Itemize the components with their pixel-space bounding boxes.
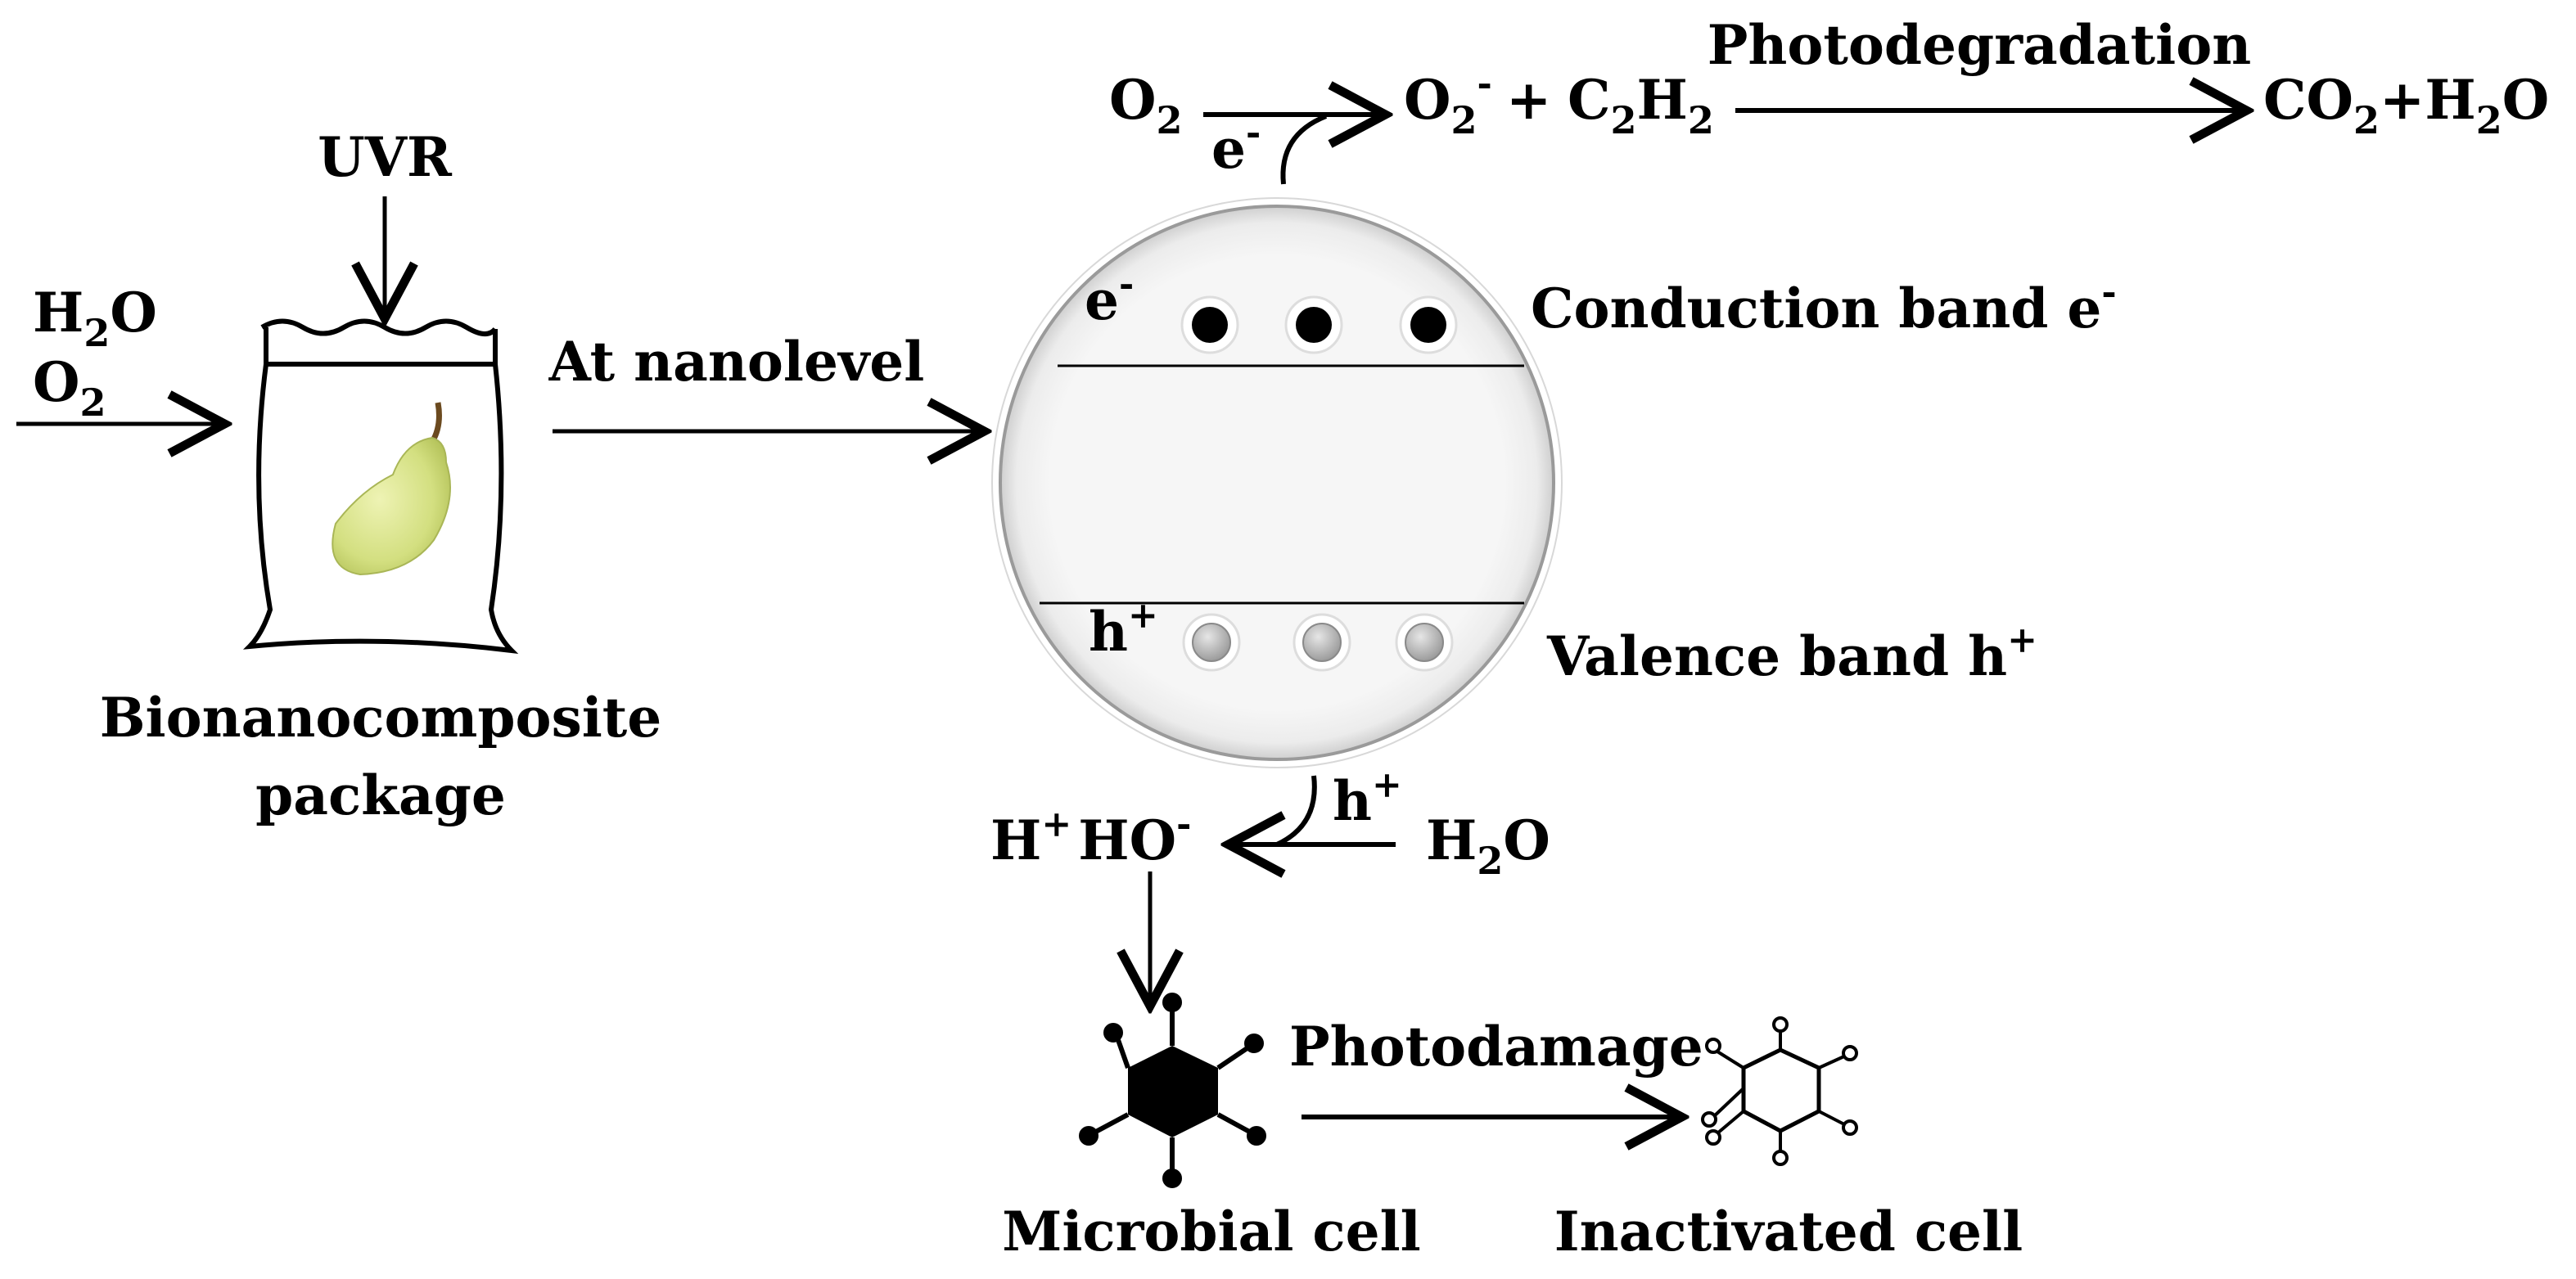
h2o-right-label: H2O bbox=[1426, 808, 1550, 883]
package-label-line2: package bbox=[255, 763, 506, 827]
inactivated-cell-icon bbox=[1701, 1016, 1858, 1166]
microbial-cell-label: Microbial cell bbox=[1002, 1200, 1420, 1263]
package-group: UVR H2O O2 Bionanocomposite package bbox=[16, 125, 661, 827]
co2-h2o-label: CO2+H2O bbox=[2263, 68, 2549, 142]
bag-icon bbox=[242, 318, 519, 655]
hydroxyl-label: H+HO- bbox=[990, 804, 1191, 872]
e-band-label: e- bbox=[1085, 263, 1134, 332]
h-band-label: h+ bbox=[1089, 595, 1158, 664]
hole-curve-arrow bbox=[1232, 775, 1317, 844]
e-top-label: e- bbox=[1211, 112, 1261, 181]
h2o-input-label: H2O bbox=[33, 281, 157, 355]
microbial-cell-icon bbox=[1079, 993, 1266, 1188]
inactivated-cell-label: Inactivated cell bbox=[1554, 1200, 2023, 1263]
package-label-line1: Bionanocomposite bbox=[100, 686, 662, 750]
conduction-band-label: Conduction band e- bbox=[1531, 272, 2117, 340]
nanoparticle-circle: e- h+ bbox=[991, 197, 1563, 768]
photodamage-label: Photodamage bbox=[1289, 1015, 1703, 1079]
superoxide-label: O2- bbox=[1404, 63, 1492, 142]
electron-dots bbox=[1180, 295, 1458, 354]
uvr-label: UVR bbox=[318, 125, 453, 189]
pear-icon bbox=[332, 402, 451, 576]
c2h2-label: C2H2 bbox=[1568, 68, 1714, 142]
nanolevel-label: At nanolevel bbox=[548, 330, 925, 394]
top-reaction: O2 e- O2- + C2H2 Photodegradation CO2+H2… bbox=[1109, 13, 2549, 185]
photodegradation-label: Photodegradation bbox=[1708, 13, 2251, 77]
bottom-reaction: h+ H2O H+HO- bbox=[990, 764, 1550, 1002]
h-arrow-label: h+ bbox=[1333, 764, 1402, 833]
plus-sign-1: + bbox=[1506, 68, 1551, 132]
hole-dots bbox=[1182, 613, 1454, 672]
o2-input-label: O2 bbox=[33, 350, 106, 425]
o2-top-label: O2 bbox=[1109, 68, 1183, 142]
electron-curve bbox=[1280, 114, 1328, 185]
valence-band-label: Valence band h+ bbox=[1546, 619, 2037, 688]
